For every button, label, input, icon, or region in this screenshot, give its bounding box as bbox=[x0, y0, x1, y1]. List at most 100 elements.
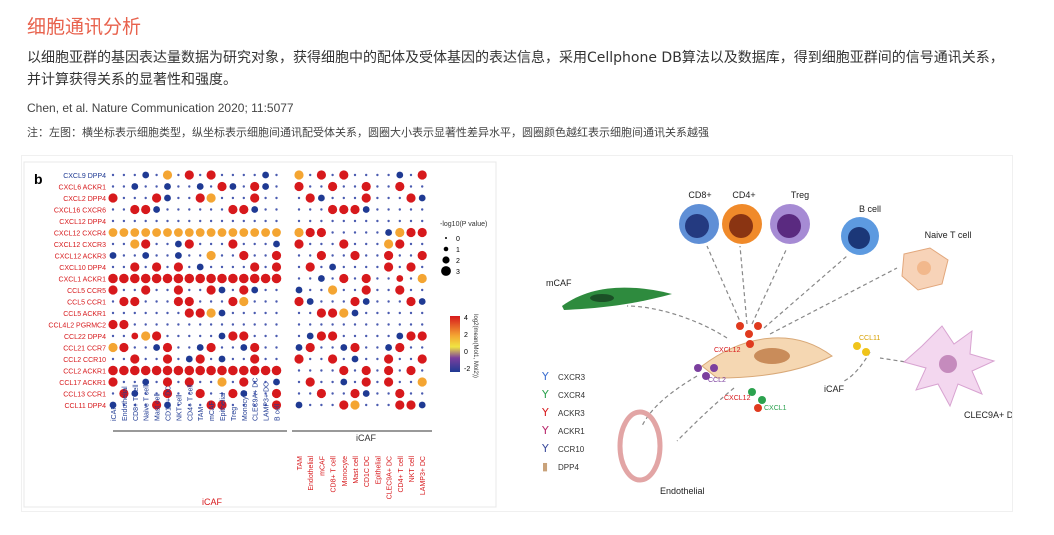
dot bbox=[320, 288, 323, 292]
diagram-panel: CD8+ CD4+ Treg B cell Naive T cell bbox=[504, 162, 1012, 507]
dot bbox=[305, 227, 315, 238]
dot bbox=[119, 296, 129, 307]
dot bbox=[109, 401, 117, 409]
dot bbox=[260, 365, 271, 376]
dot bbox=[209, 323, 213, 326]
dot bbox=[131, 390, 139, 397]
dot bbox=[130, 262, 140, 272]
dot bbox=[119, 228, 129, 237]
dot bbox=[240, 344, 248, 351]
dot bbox=[406, 262, 416, 272]
dot bbox=[195, 388, 205, 399]
dot bbox=[350, 204, 360, 215]
dot bbox=[294, 296, 304, 307]
receptor-legend-label: ACKR3 bbox=[558, 409, 585, 418]
dot bbox=[153, 206, 161, 213]
column-label: CLEC9A+ DC bbox=[387, 456, 394, 499]
dot bbox=[242, 323, 245, 326]
dot bbox=[229, 183, 237, 190]
dotplot-frame bbox=[23, 161, 497, 508]
dot bbox=[133, 173, 136, 177]
dot bbox=[133, 403, 136, 407]
dot bbox=[365, 173, 368, 177]
dot bbox=[409, 288, 413, 292]
row-label: CXCL16 CXCR6 bbox=[54, 208, 106, 215]
dot bbox=[188, 196, 191, 200]
dot bbox=[188, 265, 191, 269]
dot bbox=[119, 319, 129, 330]
column-label: iCAF bbox=[111, 405, 118, 421]
dot bbox=[339, 365, 349, 376]
dot bbox=[365, 219, 368, 223]
dot bbox=[320, 219, 323, 223]
dot bbox=[387, 300, 390, 303]
dot bbox=[297, 219, 301, 223]
dot bbox=[328, 181, 338, 192]
dot bbox=[365, 357, 368, 361]
dot bbox=[417, 227, 427, 238]
dot bbox=[316, 227, 326, 238]
dot bbox=[365, 403, 368, 407]
dot bbox=[387, 185, 390, 188]
dot bbox=[253, 173, 256, 177]
dot bbox=[166, 334, 169, 338]
citation: Chen, et al. Nature Communication 2020; … bbox=[27, 101, 294, 115]
page-title: 细胞通讯分析 bbox=[27, 16, 142, 38]
dot bbox=[309, 288, 312, 292]
dot bbox=[331, 173, 334, 177]
dot bbox=[122, 334, 126, 338]
dot bbox=[331, 254, 334, 257]
dot bbox=[253, 323, 256, 326]
dot bbox=[306, 298, 314, 305]
dot bbox=[122, 254, 126, 257]
dot bbox=[387, 288, 390, 292]
dot bbox=[240, 390, 248, 397]
dot bbox=[350, 388, 360, 399]
dot bbox=[353, 173, 357, 177]
dot bbox=[376, 403, 379, 407]
dot bbox=[409, 185, 413, 188]
dot bbox=[273, 240, 280, 248]
color-legend-title: log2(mean(Mol1, Mol2)) bbox=[472, 314, 478, 378]
dot bbox=[220, 173, 224, 177]
dot bbox=[141, 239, 151, 249]
dot bbox=[217, 228, 227, 237]
dot bbox=[111, 265, 115, 269]
dot bbox=[365, 231, 368, 234]
dot bbox=[122, 403, 126, 407]
dot bbox=[331, 392, 334, 395]
ligand-dots bbox=[694, 322, 870, 412]
dot bbox=[209, 334, 213, 338]
column-label: CD4+ T cell bbox=[398, 456, 405, 493]
dot bbox=[239, 273, 249, 284]
dot bbox=[108, 228, 118, 237]
dot bbox=[331, 196, 334, 200]
dot bbox=[353, 242, 357, 246]
dot bbox=[141, 228, 151, 237]
dot bbox=[218, 286, 226, 294]
dot bbox=[122, 219, 126, 223]
dot bbox=[362, 298, 370, 305]
dot bbox=[162, 388, 173, 399]
dot bbox=[239, 377, 249, 387]
dot bbox=[264, 242, 267, 246]
dot bbox=[406, 193, 416, 203]
dot bbox=[155, 185, 158, 188]
dot bbox=[231, 219, 235, 223]
row-label: CCL21 CCR7 bbox=[63, 346, 106, 353]
dot bbox=[365, 254, 368, 257]
dot bbox=[361, 273, 371, 284]
dot bbox=[421, 242, 424, 246]
dot bbox=[206, 365, 216, 376]
dot bbox=[195, 365, 205, 376]
dot bbox=[398, 196, 401, 200]
dot bbox=[162, 354, 173, 364]
dot bbox=[220, 254, 224, 257]
dot bbox=[173, 296, 183, 307]
column-label: Epithelial bbox=[375, 456, 382, 485]
column-label: NKT cell bbox=[176, 394, 183, 421]
dot bbox=[320, 265, 323, 269]
dot bbox=[275, 300, 278, 303]
dot bbox=[294, 181, 304, 192]
dot bbox=[144, 300, 147, 303]
